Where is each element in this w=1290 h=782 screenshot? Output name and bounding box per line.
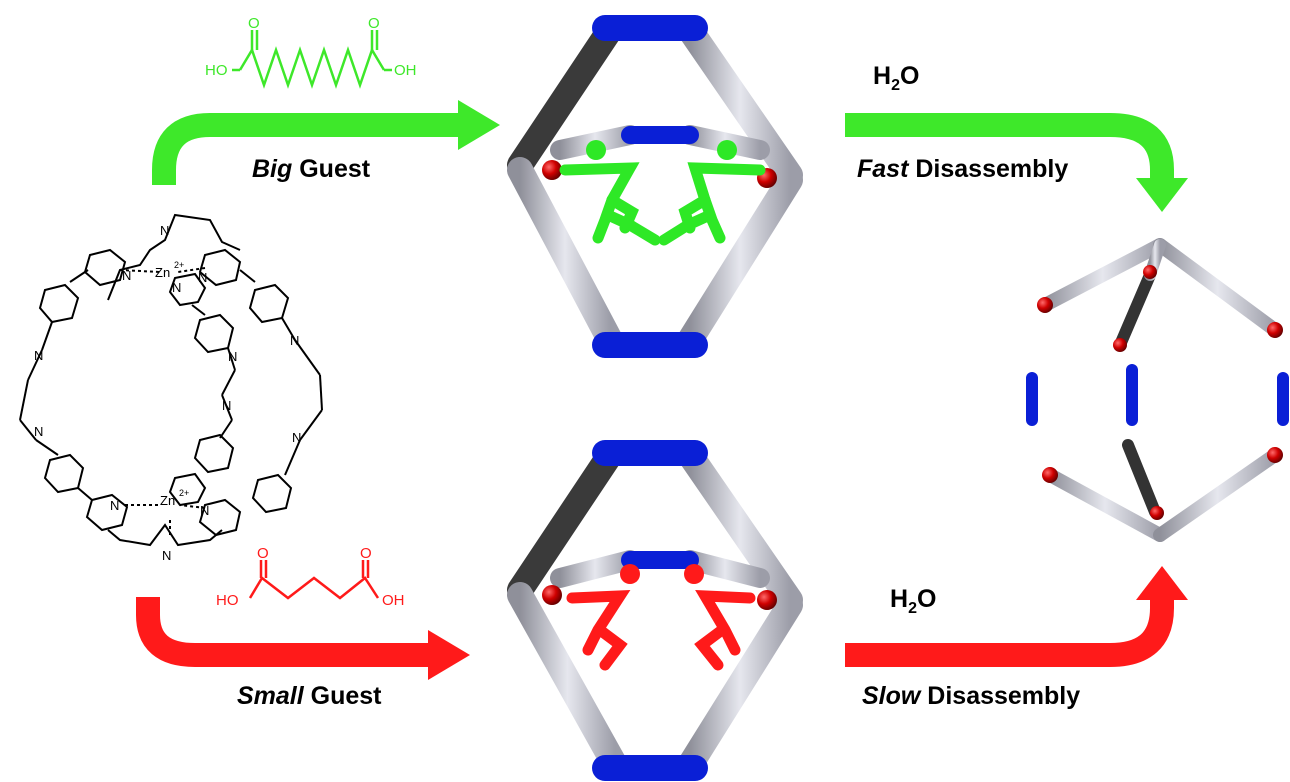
label-water-top: H2O xyxy=(873,62,920,94)
long-diacid-ho: HO xyxy=(205,62,228,79)
water-bottom-h: H xyxy=(890,585,909,613)
arrow-big-guest xyxy=(152,100,500,185)
arrow-small-guest xyxy=(136,597,470,680)
label-fast-disassembly: Fast Disassembly xyxy=(857,155,1068,184)
macrocycle-structure xyxy=(19,213,323,547)
arrow-slow-disassembly xyxy=(845,566,1188,667)
macro-n-5: N xyxy=(34,348,43,363)
water-bottom-o: O xyxy=(916,585,937,613)
short-diacid-ho: HO xyxy=(216,592,239,609)
label-water-bottom: H2O xyxy=(890,585,937,617)
label-big-guest-rest: Guest xyxy=(292,155,371,183)
macro-n-13: N xyxy=(200,503,209,518)
label-big-guest: Big Guest xyxy=(252,155,370,184)
macro-zn-bottom-charge: 2+ xyxy=(179,488,189,498)
cage-bottom xyxy=(507,440,803,781)
macro-n-2: N xyxy=(160,223,169,238)
macro-n-4: N xyxy=(172,280,181,295)
label-slow-rest: Disassembly xyxy=(920,682,1081,710)
small-guest-figures xyxy=(566,564,756,671)
big-guest-figures xyxy=(559,140,766,246)
label-fast-rest: Disassembly xyxy=(908,155,1069,183)
long-diacid-oh: OH xyxy=(394,62,417,79)
short-diacid-oxygen-left: O xyxy=(257,545,269,562)
long-diacid-structure xyxy=(232,30,392,89)
macro-zn-bottom: Zn xyxy=(160,493,175,508)
long-diacid-oxygen-left: O xyxy=(248,15,260,32)
cage-top xyxy=(507,15,803,358)
water-top-o: O xyxy=(899,62,920,90)
label-slow-disassembly: Slow Disassembly xyxy=(862,682,1080,711)
macro-n-7: N xyxy=(290,333,299,348)
macro-n-1: N xyxy=(122,268,131,283)
macro-n-10: N xyxy=(222,398,231,413)
short-diacid-oh: OH xyxy=(382,592,405,609)
water-bottom-sub: 2 xyxy=(908,600,917,617)
arrow-fast-disassembly xyxy=(845,113,1188,212)
macro-n-8: N xyxy=(292,430,301,445)
water-top-sub: 2 xyxy=(891,77,900,94)
macro-n-3: N xyxy=(198,270,207,285)
short-diacid-structure xyxy=(248,560,380,600)
macro-zn-top-charge: 2+ xyxy=(174,260,184,270)
short-diacid-oxygen-right: O xyxy=(360,545,372,562)
label-big-guest-emphasis: Big xyxy=(252,155,293,183)
label-small-guest-rest: Guest xyxy=(303,682,382,710)
label-small-guest: Small Guest xyxy=(237,682,382,711)
macro-n-12: N xyxy=(162,548,171,563)
label-fast-emphasis: Fast xyxy=(857,155,909,183)
macro-n-9: N xyxy=(228,349,237,364)
long-diacid-oxygen-right: O xyxy=(368,15,380,32)
macro-n-11: N xyxy=(110,498,119,513)
label-small-guest-emphasis: Small xyxy=(237,682,304,710)
macro-zn-top: Zn xyxy=(155,265,170,280)
water-top-h: H xyxy=(873,62,892,90)
macro-n-6: N xyxy=(34,424,43,439)
disassembled-fragments xyxy=(1026,238,1289,542)
label-slow-emphasis: Slow xyxy=(862,682,921,710)
